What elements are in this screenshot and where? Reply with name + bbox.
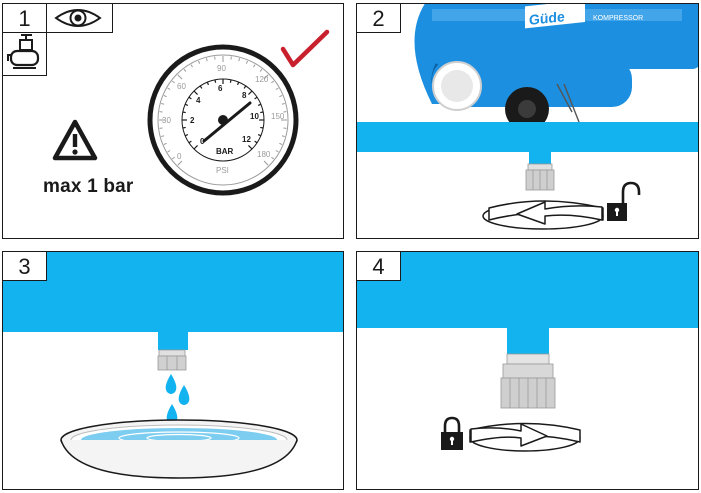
rotate-right-icon — [469, 422, 581, 452]
gauge-psi-tick: 60 — [177, 82, 186, 91]
gauge-tick — [248, 90, 253, 95]
max-pressure-warning: max 1 bar — [43, 176, 134, 197]
eye-icon — [54, 9, 102, 27]
gauge-tick — [190, 64, 193, 68]
step-number: 3 — [3, 252, 47, 281]
gauge-tick — [177, 160, 183, 166]
gauge-tick — [184, 103, 189, 107]
gauge-tick — [171, 80, 175, 84]
gauge-tick — [161, 102, 165, 105]
gauge-bar-tick: 8 — [242, 91, 247, 100]
gauge-tick — [238, 58, 241, 62]
gauge-tick — [182, 126, 186, 129]
gauge-tick — [214, 79, 217, 83]
rotate-left-icon — [482, 200, 604, 230]
gauge-bar-tick: 0 — [200, 137, 205, 146]
gauge-tick — [281, 135, 285, 138]
gauge-tick — [163, 95, 167, 98]
gauge-tick — [275, 150, 279, 153]
gauge-tick — [171, 156, 175, 160]
unlock-icon — [607, 181, 641, 221]
gauge-tick — [259, 68, 263, 72]
drain-valve — [525, 163, 555, 191]
gauge-tick — [167, 150, 171, 153]
gauge-psi-tick: 30 — [162, 116, 171, 125]
eye-icon-box — [46, 4, 113, 33]
gauge-tick — [271, 80, 275, 84]
gauge-psi-tick: 90 — [217, 64, 226, 73]
gauge-psi-tick: 0 — [177, 152, 182, 161]
drain-valve — [157, 349, 187, 371]
compressor-icon-box — [3, 32, 47, 76]
gauge-tick — [281, 102, 285, 105]
gauge-tick — [184, 133, 189, 137]
gauge-psi-tick: 120 — [255, 75, 269, 84]
step-number: 2 — [357, 4, 401, 33]
check-icon — [280, 29, 330, 68]
compressor-icon — [7, 34, 40, 69]
gauge-tick — [271, 156, 275, 160]
pressure-gauge — [147, 44, 299, 196]
step-number: 1 — [3, 4, 47, 33]
gauge-tick — [254, 140, 258, 144]
gauge-unit-psi: PSI — [216, 166, 229, 175]
gauge-bar-tick: 4 — [196, 96, 201, 105]
water-drop-icon — [165, 374, 190, 424]
gauge-tick — [260, 111, 264, 114]
gauge-bar-tick: 10 — [250, 112, 259, 121]
lock-icon — [441, 416, 463, 450]
gauge-tick — [236, 81, 240, 86]
panel-step-4: 4 — [356, 251, 699, 490]
draining-water-illustration — [3, 252, 343, 479]
gauge-tick — [279, 142, 283, 145]
drain-valve-close-illustration — [357, 252, 698, 452]
gauge-bar-tick: 12 — [242, 135, 251, 144]
gauge-tick — [205, 58, 208, 62]
gauge-tick — [254, 96, 258, 100]
gauge-tick — [182, 111, 186, 114]
gauge-tick — [167, 87, 171, 90]
gauge-tick — [199, 85, 203, 89]
gauge-tick — [263, 160, 269, 166]
gauge-tick — [257, 103, 262, 107]
panel-step-1: 1 — [2, 3, 344, 239]
gauge-tick — [188, 140, 192, 144]
gauge-tick — [206, 81, 210, 86]
gauge-tick — [161, 135, 165, 138]
gauge-tick — [243, 85, 247, 89]
gauge-tick — [260, 126, 264, 129]
gauge-tick — [248, 145, 253, 150]
gauge-tick — [253, 64, 256, 68]
gauge-tick — [279, 95, 283, 98]
gauge-tick — [177, 74, 183, 80]
gauge-unit-bar: BAR — [216, 147, 234, 156]
brand-subtitle: KOMPRESSOR — [593, 15, 643, 22]
gauge-tick — [229, 79, 232, 83]
compressor-tank: Güde KOMPRESSOR — [414, 4, 698, 131]
gauge-tick — [275, 87, 279, 90]
drain-valve-open-illustration: Güde KOMPRESSOR — [357, 4, 698, 230]
gauge-tick — [183, 68, 187, 72]
gauge-tick — [257, 133, 262, 137]
step-number: 4 — [357, 252, 401, 281]
gauge-tick — [163, 142, 167, 145]
gauge-bar-tick: 6 — [218, 84, 223, 93]
gauge-tick — [193, 90, 198, 95]
gauge-tick — [263, 74, 269, 80]
warning-icon — [52, 119, 98, 161]
gauge-tick — [198, 60, 201, 64]
panel-step-3: 3 — [2, 251, 344, 490]
gauge-illustration — [52, 29, 330, 196]
gauge-bar-tick: 2 — [190, 116, 195, 125]
drain-valve — [500, 353, 556, 409]
gauge-psi-tick: 150 — [271, 112, 285, 121]
water-dish-icon — [60, 419, 298, 479]
gauge-tick — [193, 145, 198, 150]
brand-logo: Güde — [529, 8, 565, 28]
panel-step-2: Güde KOMPRESSOR — [356, 3, 699, 239]
gauge-psi-tick: 180 — [257, 150, 271, 159]
gauge-tick — [245, 60, 248, 64]
gauge-tick — [188, 96, 192, 100]
